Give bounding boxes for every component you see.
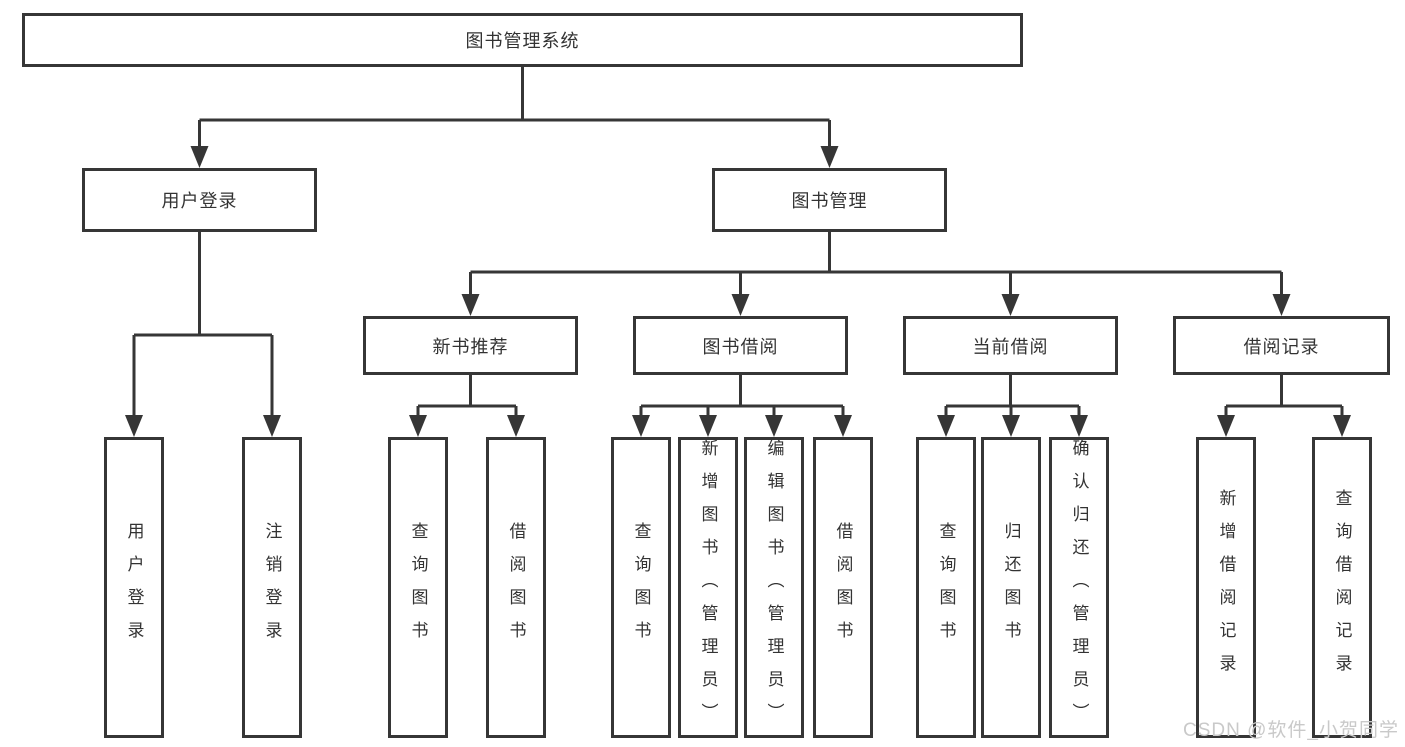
- arrow-down-icon: [263, 415, 281, 437]
- node-leaf-logout: 注销登录: [242, 437, 302, 738]
- csdn-watermark: CSDN @软件_小贺同学: [1183, 720, 1399, 741]
- node-label: 查询借阅记录: [1332, 488, 1352, 687]
- arrow-down-icon: [409, 415, 427, 437]
- arrow-down-icon: [820, 146, 839, 168]
- arrow-down-icon: [765, 415, 783, 437]
- arrow-down-icon: [190, 146, 209, 168]
- node-leaf-borrow-books-2: 借阅图书: [813, 437, 873, 738]
- node-label: 借阅图书: [833, 521, 853, 654]
- arrow-down-icon: [1217, 415, 1235, 437]
- node-label: 用户登录: [161, 191, 238, 211]
- node-label: 用户登录: [124, 521, 144, 654]
- connector-new-book-recommend-to-leaves: [416, 375, 518, 417]
- node-label: 新书推荐: [432, 336, 509, 357]
- node-label: 编辑图书（管理员）: [764, 439, 784, 736]
- node-label: 借阅图书: [506, 521, 526, 654]
- node-new-book-recommend: 新书推荐: [363, 316, 578, 375]
- node-leaf-return-books: 归还图书: [981, 437, 1041, 738]
- node-borrow-record: 借阅记录: [1173, 316, 1390, 375]
- node-label: 图书借阅: [702, 336, 779, 357]
- arrow-down-icon: [731, 294, 750, 316]
- arrowheads: [125, 146, 1351, 437]
- connector-borrow-record-to-leaves: [1224, 375, 1344, 417]
- node-label: 新增借阅记录: [1216, 488, 1236, 687]
- node-leaf-edit-books-admin: 编辑图书（管理员）: [744, 437, 804, 738]
- node-label: 确认归还（管理员）: [1069, 439, 1089, 736]
- arrow-down-icon: [1070, 415, 1088, 437]
- node-leaf-query-books-3: 查询图书: [916, 437, 976, 738]
- arrow-down-icon: [834, 415, 852, 437]
- connector-book-borrow-to-leaves: [639, 375, 845, 417]
- node-label: 归还图书: [1001, 521, 1021, 654]
- node-label: 注销登录: [262, 521, 282, 654]
- arrow-down-icon: [699, 415, 717, 437]
- arrow-down-icon: [1272, 294, 1291, 316]
- arrow-down-icon: [1001, 294, 1020, 316]
- node-library-management-system: 图书管理系统: [22, 13, 1023, 67]
- node-book-management: 图书管理: [712, 168, 947, 232]
- node-label: 查询图书: [631, 521, 651, 654]
- node-label: 新增图书（管理员）: [698, 439, 718, 736]
- node-label: 查询图书: [936, 521, 956, 654]
- node-label: 图书管理: [791, 191, 868, 211]
- node-leaf-query-books-1: 查询图书: [388, 437, 448, 738]
- node-leaf-query-books-2: 查询图书: [611, 437, 671, 738]
- node-label: 查询图书: [408, 521, 428, 654]
- node-user-login: 用户登录: [82, 168, 317, 232]
- node-current-borrow: 当前借阅: [903, 316, 1118, 375]
- node-book-borrow: 图书借阅: [633, 316, 848, 375]
- node-leaf-add-books-admin: 新增图书（管理员）: [678, 437, 738, 738]
- node-leaf-confirm-return-admin: 确认归还（管理员）: [1049, 437, 1109, 738]
- node-label: 当前借阅: [972, 336, 1049, 357]
- node-leaf-query-borrow-record: 查询借阅记录: [1312, 437, 1372, 738]
- node-label: 借阅记录: [1243, 336, 1320, 357]
- arrow-down-icon: [461, 294, 480, 316]
- connector-current-borrow-to-leaves: [944, 375, 1081, 417]
- connector-book-management-to-level3: [469, 232, 1283, 296]
- arrow-down-icon: [507, 415, 525, 437]
- node-label: 图书管理系统: [465, 31, 580, 51]
- arrow-down-icon: [1002, 415, 1020, 437]
- node-leaf-add-borrow-record: 新增借阅记录: [1196, 437, 1256, 738]
- connector-root-to-level2: [198, 67, 831, 148]
- arrow-down-icon: [1333, 415, 1351, 437]
- connector-user-login-to-leaves: [132, 232, 274, 417]
- node-leaf-user-login: 用户登录: [104, 437, 164, 738]
- arrow-down-icon: [937, 415, 955, 437]
- node-leaf-borrow-books-1: 借阅图书: [486, 437, 546, 738]
- arrow-down-icon: [125, 415, 143, 437]
- arrow-down-icon: [632, 415, 650, 437]
